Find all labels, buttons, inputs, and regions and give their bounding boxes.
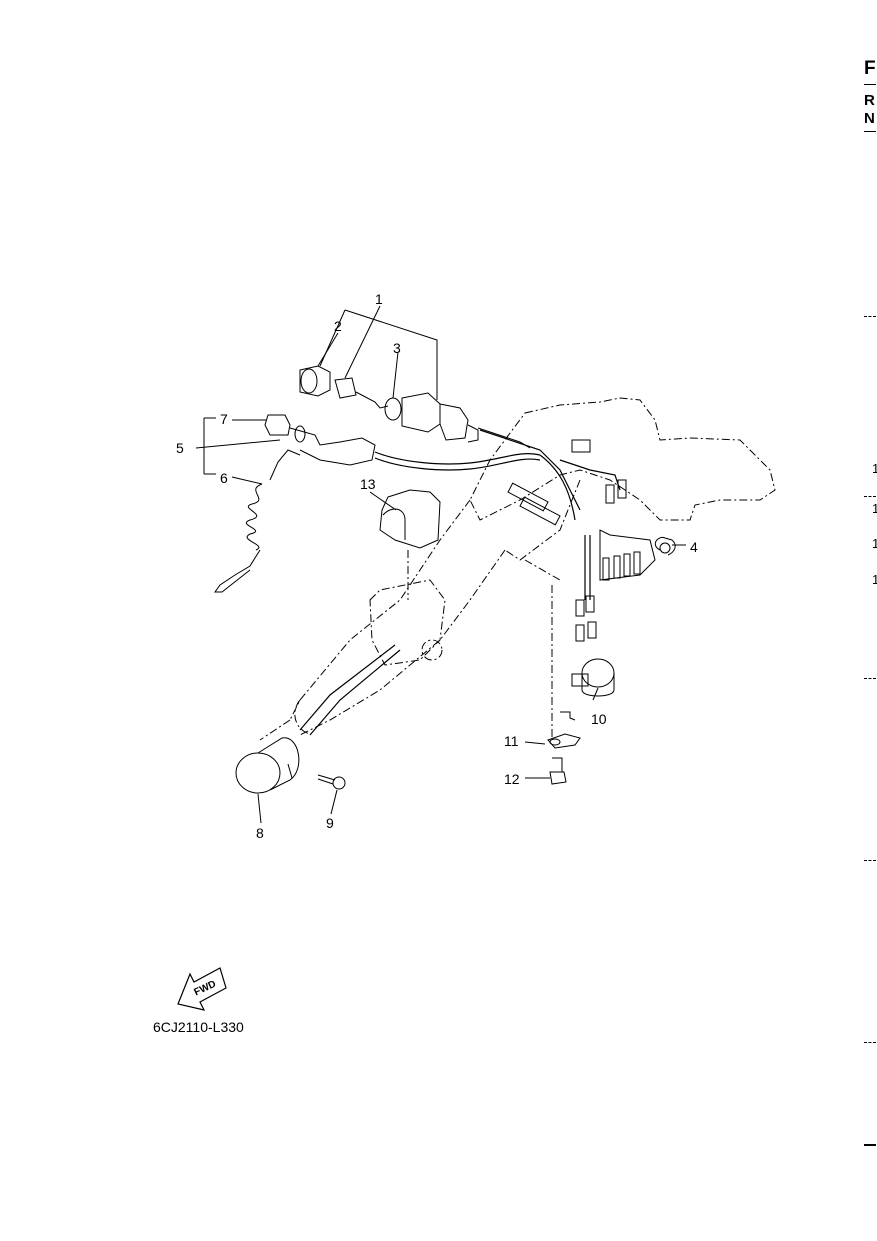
wire-harness xyxy=(299,429,621,736)
edge-letter-r: R xyxy=(864,92,875,109)
edge-letter-f: F xyxy=(864,58,876,79)
callout-1: 1 xyxy=(375,291,383,307)
edge-row-number: 1 xyxy=(872,461,877,476)
edge-rule xyxy=(864,678,876,679)
screw-9 xyxy=(317,774,346,790)
callout-9: 9 xyxy=(326,815,334,831)
bolt-12 xyxy=(549,757,567,785)
edge-rule xyxy=(864,84,876,85)
edge-rule xyxy=(864,316,876,317)
fwd-arrow-icon xyxy=(177,967,227,1011)
callout-8: 8 xyxy=(256,825,264,841)
callout-5: 5 xyxy=(176,440,184,456)
buzzer-10 xyxy=(560,595,615,721)
edge-rule xyxy=(864,131,876,132)
callout-12: 12 xyxy=(504,771,520,787)
stop-switch xyxy=(264,414,376,466)
callout-2: 2 xyxy=(334,318,342,334)
edge-row-number: 1 xyxy=(872,501,877,516)
callout-7: 7 xyxy=(220,411,228,427)
edge-row-number: 1 xyxy=(872,536,877,551)
callout-11: 11 xyxy=(504,733,519,749)
cover-13 xyxy=(379,489,441,549)
drawing-code: 6CJ2110-L330 xyxy=(153,1019,244,1035)
guide-line xyxy=(524,559,561,581)
edge-rule xyxy=(864,860,876,861)
lanyard xyxy=(214,449,301,593)
grip-cap-8 xyxy=(235,737,300,794)
tiller-handle-outline xyxy=(259,719,291,741)
callout-3: 3 xyxy=(393,340,401,356)
callout-4: 4 xyxy=(690,539,698,555)
edge-rule xyxy=(864,1144,876,1146)
callout-leaders xyxy=(195,305,686,824)
bracket-11 xyxy=(547,733,581,749)
connector-cluster xyxy=(507,439,656,581)
edge-row-number: 1 xyxy=(872,572,877,587)
callout-13: 13 xyxy=(360,476,376,492)
edge-letter-n: N xyxy=(864,110,875,127)
callout-10: 10 xyxy=(591,711,607,727)
tiller-bracket-outline xyxy=(289,397,776,736)
edge-rule xyxy=(864,1042,876,1043)
edge-rule xyxy=(864,496,876,497)
clip-4 xyxy=(654,536,676,556)
callout-6: 6 xyxy=(220,470,228,486)
